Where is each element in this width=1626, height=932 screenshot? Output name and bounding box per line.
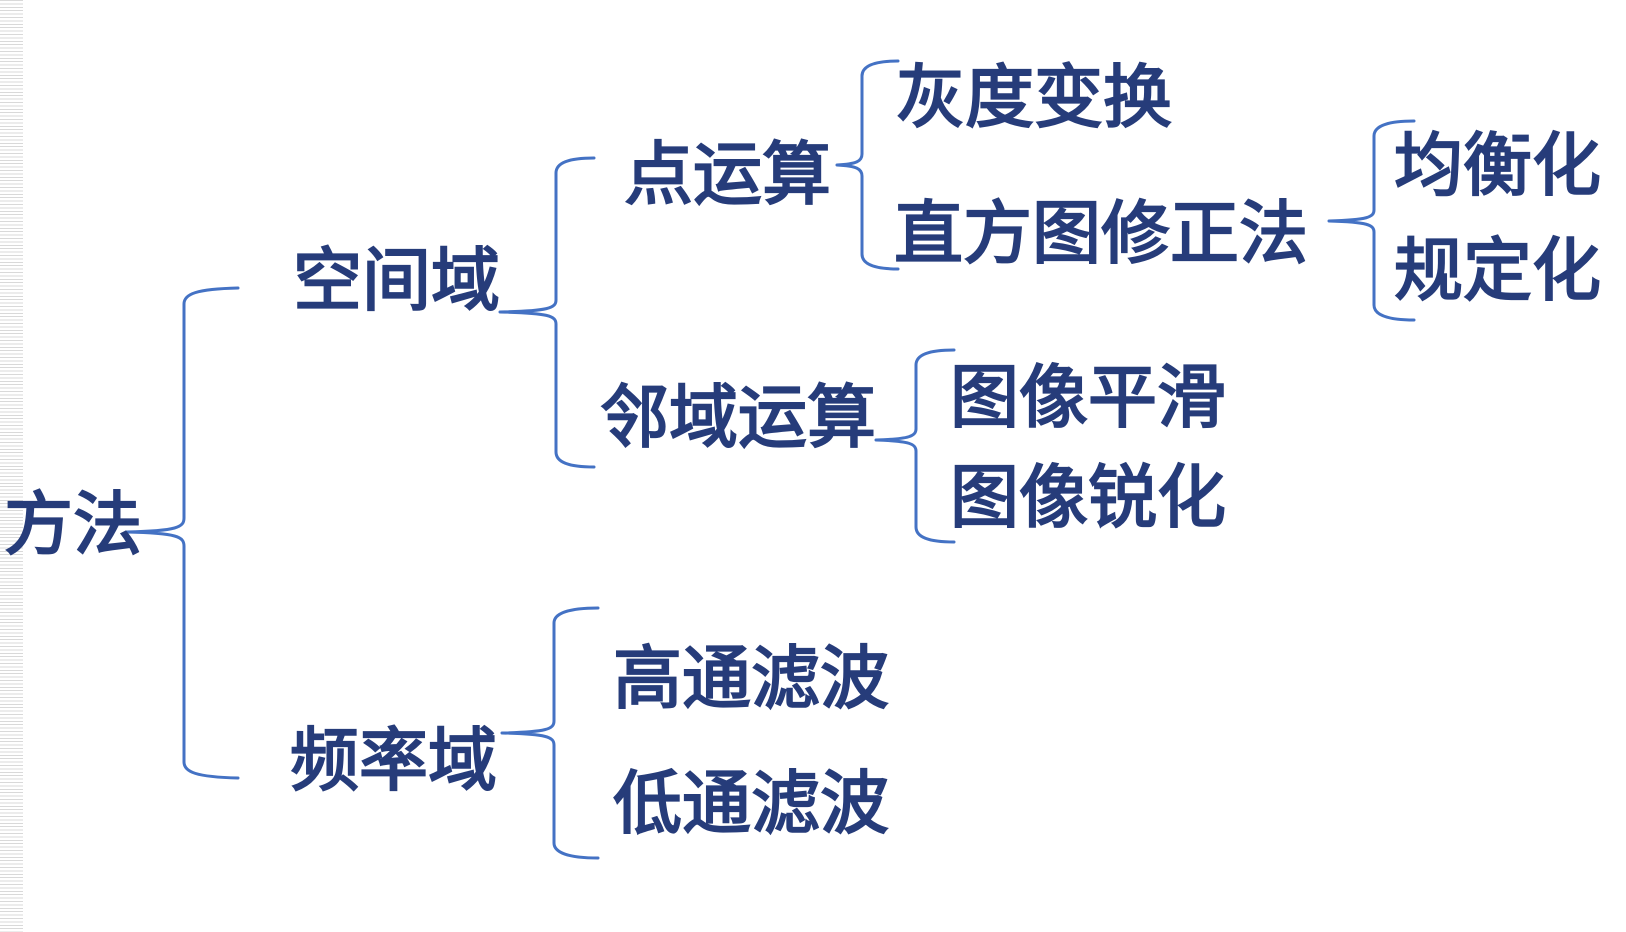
node-equalization: 均衡化: [1394, 125, 1601, 206]
brace-histogram-correction: [1327, 119, 1416, 322]
brace-frequency-domain: [500, 606, 600, 860]
brace-neighborhood-operations: [874, 348, 956, 544]
brace-spatial-domain: [498, 156, 596, 469]
node-highpass-filter: 高通滤波: [613, 638, 889, 719]
node-lowpass-filter: 低通滤波: [613, 763, 889, 844]
brace-point-operations: [835, 59, 900, 271]
node-spatial-domain: 空间域: [293, 240, 500, 321]
brace-methods: [124, 286, 240, 780]
node-histogram-correction: 直方图修正法: [894, 193, 1308, 274]
node-frequency-domain: 频率域: [290, 720, 497, 801]
node-neighborhood-operations: 邻域运算: [600, 377, 876, 458]
node-image-sharpening: 图像锐化: [950, 457, 1226, 538]
left-edge-texture: [0, 0, 23, 932]
node-gray-transform: 灰度变换: [896, 57, 1172, 138]
node-image-smoothing: 图像平滑: [950, 357, 1226, 438]
node-methods: 方法: [4, 484, 142, 565]
node-specification: 规定化: [1394, 230, 1601, 311]
node-point-operations: 点运算: [624, 134, 831, 215]
